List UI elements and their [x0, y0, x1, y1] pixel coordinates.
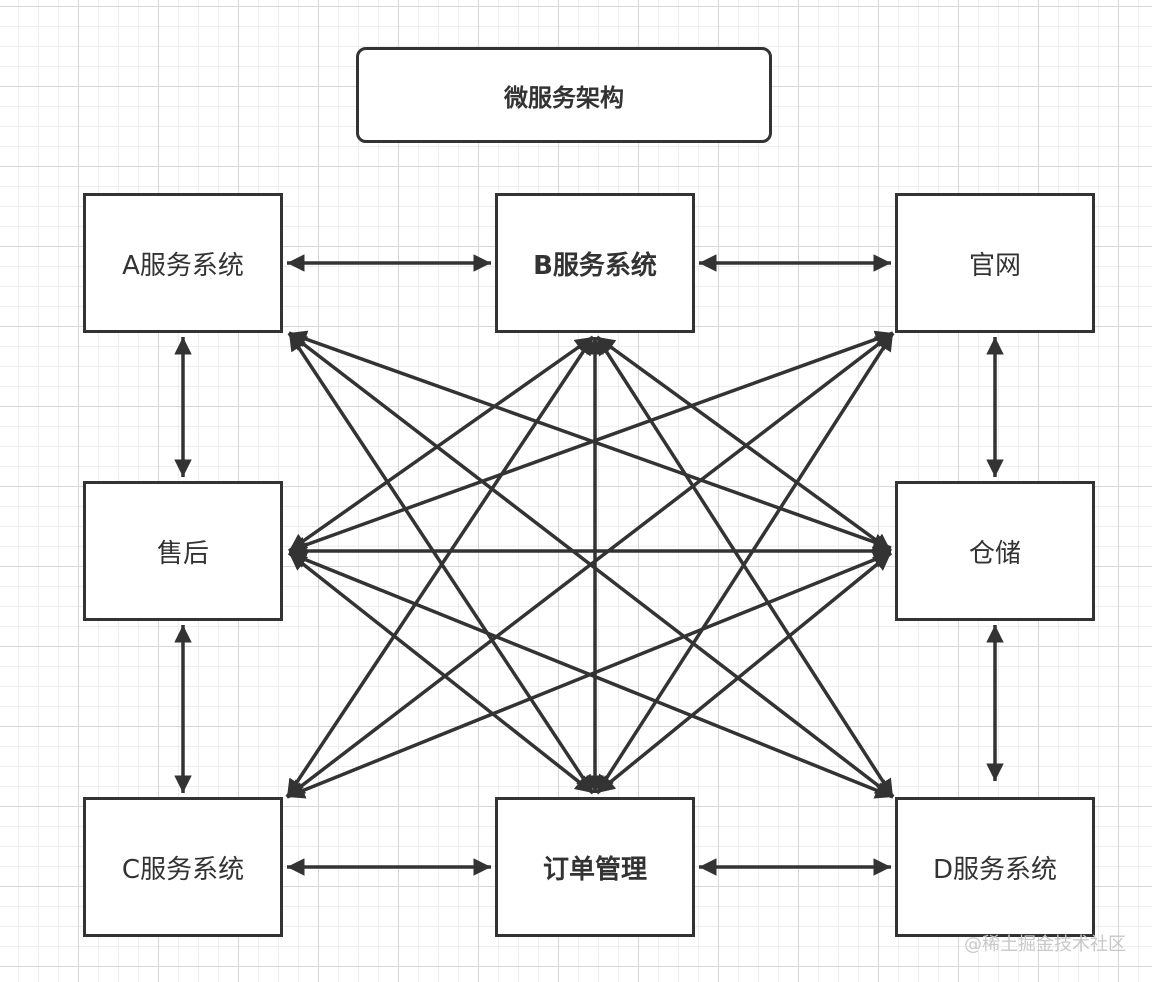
edge-b-d: [595, 336, 895, 798]
node-after-sales-label: 售后: [156, 538, 209, 569]
node-a-service: A服务系统: [83, 193, 283, 333]
node-c-service-label: C服务系统: [121, 854, 245, 885]
node-official-site: 官网: [895, 193, 1095, 333]
node-b-service: B服务系统: [495, 193, 695, 333]
edge-aftersales-order: [287, 551, 595, 795]
node-warehouse-label: 仓储: [968, 538, 1021, 569]
watermark: @稀土掘金技术社区: [964, 934, 1126, 955]
title-box: 微服务架构: [356, 47, 772, 143]
node-d-service: D服务系统: [895, 797, 1095, 937]
node-after-sales: 售后: [83, 481, 283, 621]
node-b-service-label: B服务系统: [533, 250, 657, 281]
node-order-management: 订单管理: [495, 797, 695, 937]
node-official-site-label: 官网: [968, 250, 1021, 281]
node-c-service: C服务系统: [83, 797, 283, 937]
node-d-service-label: D服务系统: [932, 854, 1058, 885]
node-order-management-label: 订单管理: [542, 854, 647, 885]
diagram-title: 微服务架构: [504, 83, 624, 112]
node-a-service-label: A服务系统: [122, 250, 244, 281]
node-warehouse: 仓储: [895, 481, 1095, 621]
edge-official-order: [595, 332, 895, 794]
edge-b-c: [285, 336, 595, 798]
edge-warehouse-order: [595, 551, 893, 795]
